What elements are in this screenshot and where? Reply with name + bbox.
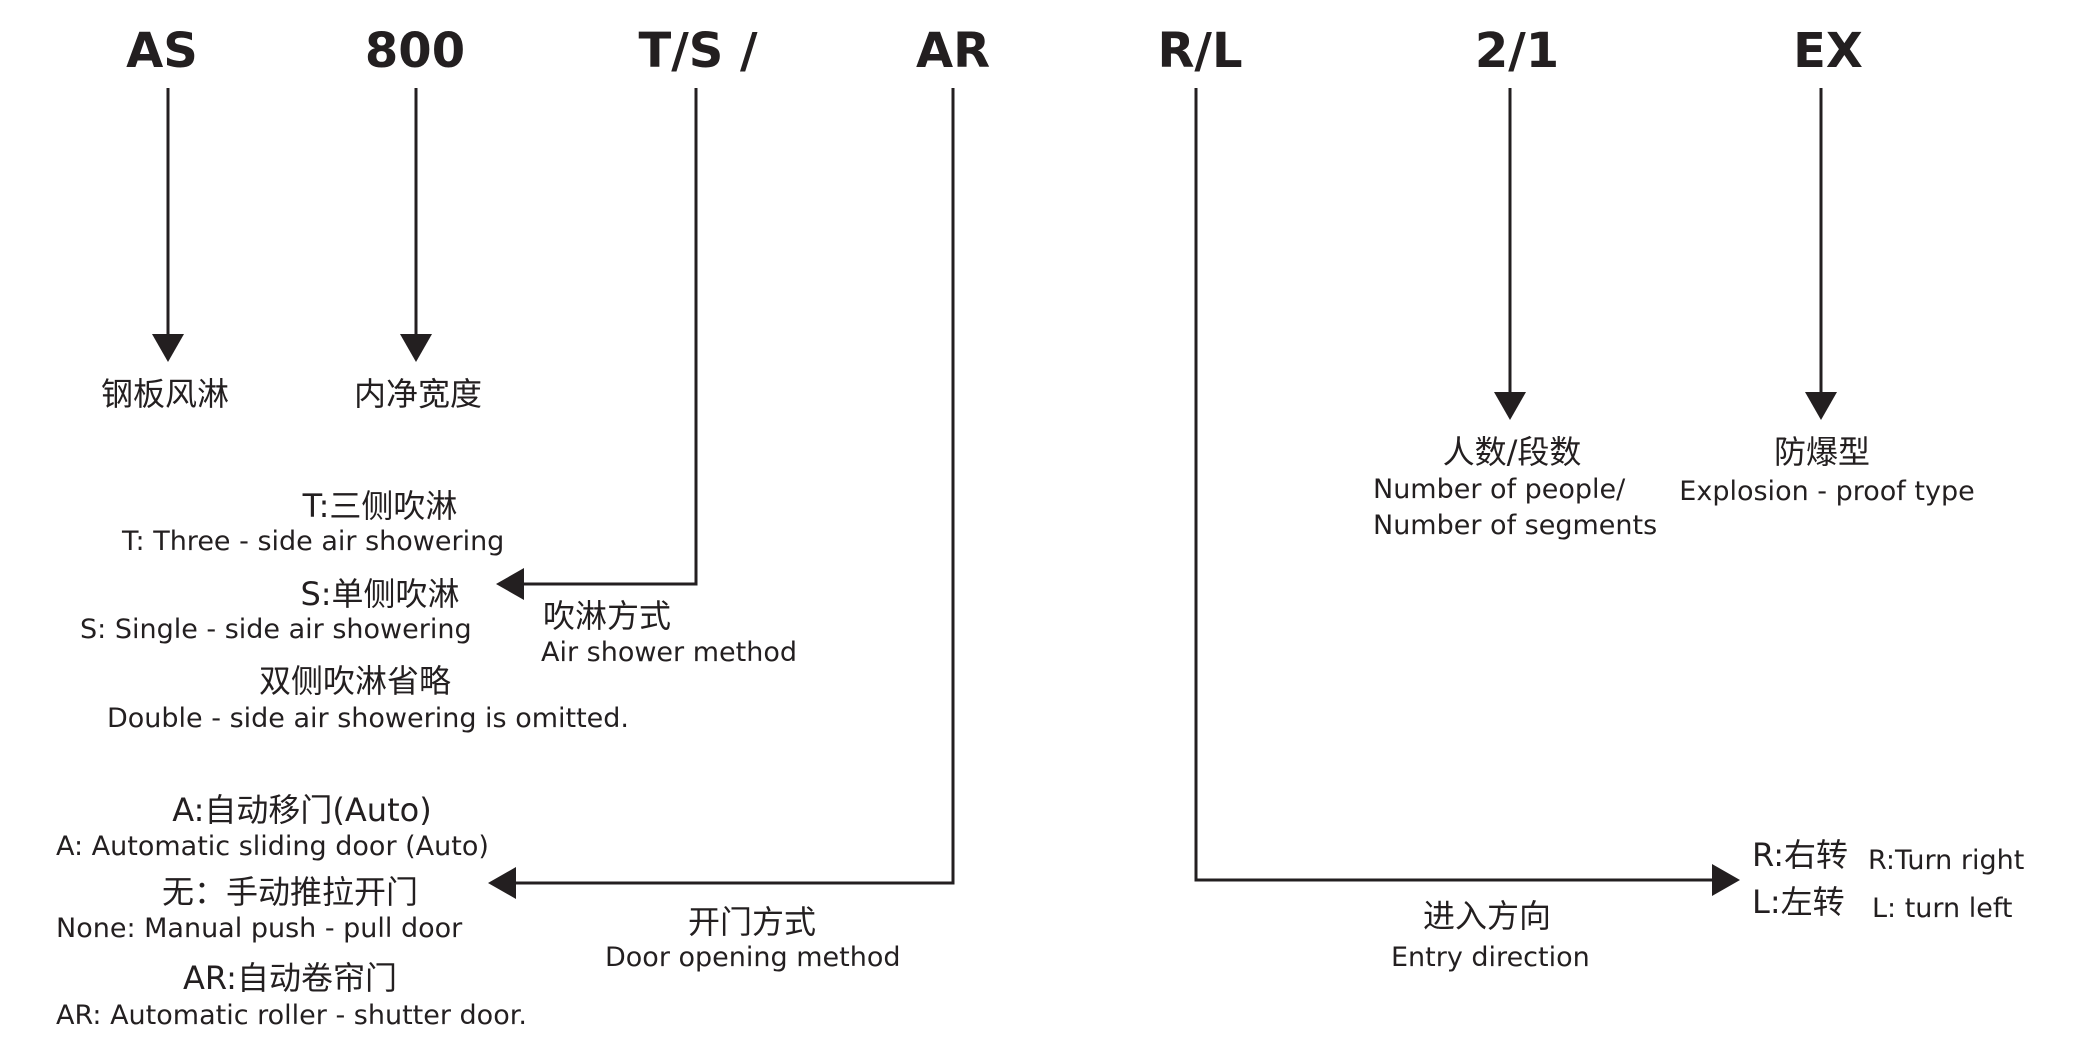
as-arrowhead (152, 334, 184, 362)
door-option-ar-en: AR: Automatic roller - shutter door. (56, 1000, 527, 1031)
entry-option-l-zh: L:左转 (1752, 883, 1845, 921)
shower-arrowhead (496, 568, 524, 600)
shower-option-t-en: T: Three - side air showering (121, 526, 504, 557)
entry-direction-zh: 进入方向 (1423, 897, 1551, 935)
entry-option-r-zh: R:右转 (1752, 836, 1848, 874)
code-as: AS (126, 23, 198, 79)
shower-option-s-en: S: Single - side air showering (80, 614, 472, 645)
shower-option-double-zh: 双侧吹淋省略 (259, 662, 451, 700)
shower-option-s-zh: S:单侧吹淋 (300, 575, 459, 613)
shower-option-double-en: Double - side air showering is omitted. (107, 703, 629, 734)
people-zh: 人数/段数 (1443, 433, 1582, 471)
people-en-line1: Number of people/ (1373, 474, 1626, 505)
door-arrowhead (488, 867, 516, 899)
shower-connector-line (522, 88, 698, 586)
shower-method-zh: 吹淋方式 (543, 597, 671, 635)
door-method-en: Door opening method (605, 942, 901, 973)
explosion-zh: 防爆型 (1774, 433, 1870, 471)
code-ex: EX (1793, 23, 1863, 79)
shower-option-t-zh: T:三侧吹淋 (302, 487, 458, 525)
people-arrowhead (1494, 392, 1526, 420)
entry-option-l-en: L: turn left (1872, 893, 2012, 924)
door-option-ar-zh: AR:自动卷帘门 (183, 959, 397, 997)
as-description: 钢板风淋 (101, 375, 229, 413)
explosion-arrowhead (1805, 392, 1837, 420)
width-description: 内净宽度 (354, 375, 482, 413)
people-en-line2: Number of segments (1373, 510, 1657, 541)
entry-connector-line (1194, 88, 1714, 882)
door-option-none-en: None: Manual push - pull door (56, 913, 463, 944)
code-ts: T/S / (638, 23, 758, 79)
door-option-none-zh: 无：手动推拉开门 (162, 873, 418, 911)
shower-method-en: Air shower method (541, 637, 797, 668)
door-connector-line (514, 88, 955, 885)
code-800: 800 (365, 23, 465, 79)
entry-direction-en: Entry direction (1391, 942, 1590, 973)
code-21: 2/1 (1475, 23, 1559, 79)
entry-arrowhead (1712, 864, 1740, 896)
code-ar: AR (916, 23, 990, 79)
door-method-zh: 开门方式 (688, 903, 816, 941)
entry-option-r-en: R:Turn right (1868, 845, 2024, 876)
width-arrowhead (400, 334, 432, 362)
door-option-a-zh: A:自动移门(Auto) (172, 791, 431, 829)
door-option-a-en: A: Automatic sliding door (Auto) (56, 831, 489, 862)
explosion-en: Explosion - proof type (1679, 476, 1974, 507)
code-rl: R/L (1157, 23, 1242, 79)
